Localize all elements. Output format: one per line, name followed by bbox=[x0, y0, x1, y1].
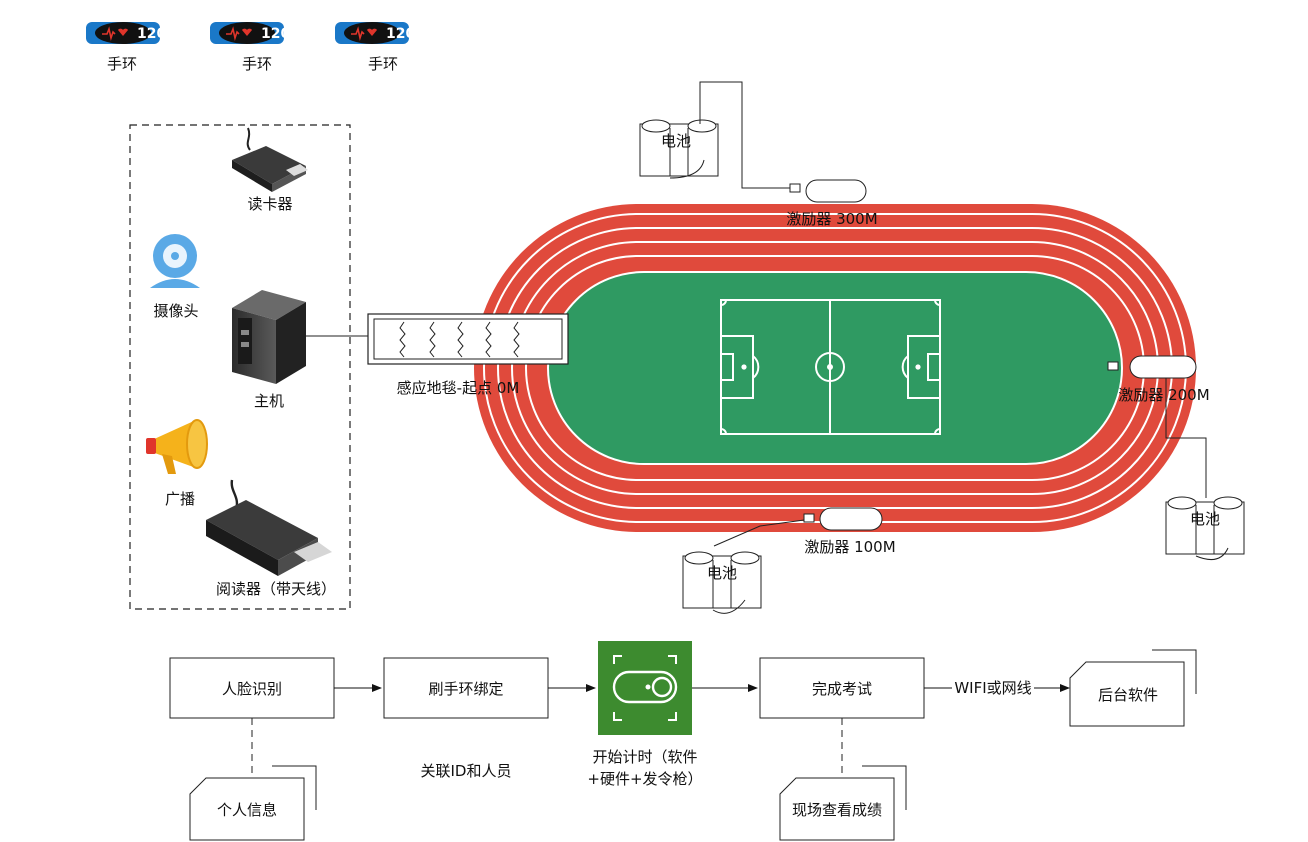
face-recognition-box bbox=[169, 657, 335, 719]
view-results-box bbox=[779, 777, 895, 841]
broadcast-speaker: 广播 bbox=[146, 419, 208, 508]
heartbeat-icon bbox=[351, 26, 365, 41]
exciter-device bbox=[819, 507, 883, 531]
mat-coil-icon bbox=[399, 321, 520, 358]
wristband-3: 120 手环 bbox=[335, 22, 415, 73]
wristband-1: 120 手环 bbox=[86, 22, 166, 73]
wristband-label: 手环 bbox=[242, 55, 272, 73]
exciter-100-label: 激励器 100M bbox=[804, 538, 895, 556]
exciter-cable bbox=[1165, 378, 1207, 498]
card-reader-cable bbox=[246, 127, 251, 151]
battery-pack bbox=[639, 123, 719, 177]
reader-slot bbox=[294, 542, 332, 562]
wristband-label: 手环 bbox=[368, 55, 398, 73]
football-pitch bbox=[720, 299, 941, 435]
wristband-reading: 120 bbox=[261, 26, 290, 42]
exciter-300-label: 激励器 300M bbox=[786, 210, 877, 228]
induction-mat: 感应地毯-起点 0M bbox=[367, 313, 569, 397]
wifi-label: WIFI或网线 bbox=[954, 679, 1031, 697]
wristband-reading: 120 bbox=[137, 26, 166, 42]
tower-side bbox=[276, 302, 306, 384]
face-recognition-label: 人脸识别 bbox=[222, 680, 282, 698]
start-mat-label: 感应地毯-起点 0M bbox=[397, 379, 520, 397]
heartbeat-icon bbox=[226, 26, 240, 41]
host-computer: 主机 bbox=[232, 290, 306, 410]
card-reader-top bbox=[232, 146, 306, 184]
wristband-label: 手环 bbox=[107, 55, 137, 73]
backend-software-label: 后台软件 bbox=[1098, 686, 1158, 704]
exciter-cable bbox=[713, 519, 805, 547]
start-timing-label-1: 开始计时（软件 bbox=[592, 748, 697, 766]
broadcast-label: 广播 bbox=[165, 490, 195, 508]
running-track bbox=[474, 204, 1196, 532]
reader-top bbox=[206, 500, 318, 560]
personal-info-box bbox=[189, 777, 305, 841]
start-timing-icon bbox=[598, 641, 692, 735]
battery-pack bbox=[1165, 501, 1245, 555]
battery-label: 电池 bbox=[1190, 510, 1220, 528]
tower-top bbox=[232, 290, 306, 320]
workflow: 人脸识别 刷手环绑定 关联ID和人员 开始计时（软件 +硬件+发令枪） 完成考试… bbox=[169, 641, 1197, 841]
camera-label: 摄像头 bbox=[153, 302, 198, 320]
link-id-label: 关联ID和人员 bbox=[421, 762, 512, 780]
exciter-200: 激励器 200M 电池 bbox=[1107, 355, 1245, 561]
heart-icon bbox=[242, 28, 252, 36]
personal-info-label: 个人信息 bbox=[217, 801, 277, 819]
camera: 摄像头 bbox=[150, 234, 200, 320]
exciter-device bbox=[805, 179, 867, 203]
battery-label: 电池 bbox=[707, 564, 737, 582]
infield bbox=[547, 271, 1123, 465]
backend-software-box bbox=[1069, 661, 1185, 727]
equipment-panel bbox=[129, 124, 351, 610]
exciter-200-label: 激励器 200M bbox=[1118, 386, 1209, 404]
bind-wristband-label: 刷手环绑定 bbox=[428, 680, 503, 698]
host-label: 主机 bbox=[254, 392, 284, 410]
exciter-cable bbox=[699, 81, 790, 189]
battery-label: 电池 bbox=[661, 132, 691, 150]
reader-side bbox=[206, 520, 278, 576]
exciter-device bbox=[1129, 355, 1197, 379]
wristband-2: 120 手环 bbox=[210, 22, 290, 73]
view-results-label: 现场查看成绩 bbox=[792, 801, 882, 819]
card-slot bbox=[286, 164, 308, 176]
reader-antenna-device: 阅读器（带天线） bbox=[206, 479, 336, 598]
card-reader: 读卡器 bbox=[232, 127, 308, 213]
wristband-reading: 120 bbox=[386, 26, 415, 42]
complete-exam-label: 完成考试 bbox=[812, 680, 872, 698]
heartbeat-icon bbox=[102, 26, 116, 41]
exciter-300: 电池 激励器 300M bbox=[639, 81, 878, 228]
reader-label: 阅读器（带天线） bbox=[216, 580, 336, 598]
heart-icon bbox=[367, 28, 377, 36]
card-reader-side bbox=[232, 160, 272, 192]
heart-icon bbox=[118, 28, 128, 36]
exciter-100: 激励器 100M 电池 bbox=[682, 507, 896, 614]
battery-pack bbox=[682, 555, 762, 609]
start-timing-label-2: +硬件+发令枪） bbox=[587, 770, 702, 788]
card-reader-label: 读卡器 bbox=[247, 195, 292, 213]
